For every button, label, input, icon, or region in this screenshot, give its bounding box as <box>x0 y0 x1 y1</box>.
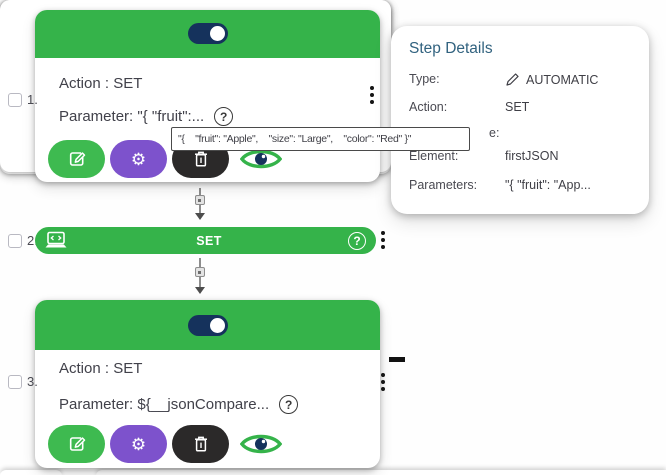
step-1-checkbox[interactable] <box>8 92 22 107</box>
delete-button[interactable] <box>172 425 229 463</box>
detail-label: Element: <box>409 149 459 163</box>
step-1-menu-kebab-icon[interactable] <box>370 86 374 104</box>
connector-arrow <box>194 258 205 294</box>
trash-icon <box>194 151 207 167</box>
step-3-menu-kebab-icon[interactable] <box>381 373 385 391</box>
step-3-select: 3. <box>8 374 38 389</box>
eye-icon <box>240 434 282 454</box>
trash-icon <box>194 436 207 452</box>
step-1-select: 1. <box>8 92 38 107</box>
step-3-parameter-row: Parameter: ${__jsonCompare... ? <box>59 395 299 414</box>
pencil-icon <box>506 73 519 86</box>
step-card-1: Action : SET Parameter: "{ "fruit":... ?… <box>35 10 380 182</box>
step-card-3: Action : SET Parameter: ${__jsonCompare.… <box>35 300 380 468</box>
gear-icon: ⚙ <box>130 434 147 454</box>
step-3-enabled-toggle[interactable] <box>187 315 228 336</box>
step-3-buttons: ⚙ <box>48 425 282 463</box>
laptop-icon <box>44 231 70 250</box>
step-2-label: SET <box>196 233 222 248</box>
detail-value: SET <box>505 100 530 114</box>
detail-label: Type: <box>409 72 440 86</box>
toggle-knob <box>209 26 225 41</box>
help-icon[interactable]: ? <box>214 107 234 126</box>
detail-row-element: Element: firstJSON <box>409 149 639 163</box>
collapse-dash[interactable] <box>389 357 405 362</box>
view-button[interactable] <box>240 430 282 458</box>
step-3-checkbox[interactable] <box>8 374 22 389</box>
detail-row-action: Action: SET <box>409 100 639 114</box>
step-2-number: 2. <box>27 233 38 248</box>
eye-icon <box>240 149 282 169</box>
step-3-parameter-text: Parameter: ${__jsonCompare... <box>59 396 270 413</box>
toggle-knob <box>209 318 225 333</box>
view-button[interactable] <box>240 145 282 173</box>
detail-row-parameters: Parameters: "{ "fruit": "App... <box>409 178 639 192</box>
panel-title: Step Details <box>409 40 493 57</box>
edit-button[interactable] <box>48 425 105 463</box>
step-details-panel: Step Details Type: AUTOMATIC Action: SET… <box>391 26 649 214</box>
step-3-number: 3. <box>27 374 38 389</box>
edit-button[interactable] <box>48 140 105 178</box>
detail-value: AUTOMATIC <box>505 72 598 87</box>
detail-label: Parameters: <box>409 178 478 192</box>
help-icon[interactable]: ? <box>279 395 299 414</box>
step-1-parameter-row: Parameter: "{ "fruit":... ? <box>59 107 234 126</box>
detail-label-fragment: e: <box>489 126 500 140</box>
step-2-checkbox[interactable] <box>8 233 22 248</box>
next-card-edge <box>0 470 62 475</box>
parameter-tooltip: "{ "fruit": "Apple", "size": "Large", "c… <box>171 127 470 151</box>
step-2-select: 2. <box>8 233 38 248</box>
step-3-header <box>35 300 380 350</box>
detail-row-covered: e: <box>409 126 639 140</box>
gear-icon: ⚙ <box>130 149 147 169</box>
step-1-action-text: Action : SET <box>59 75 143 92</box>
detail-label: Action: <box>409 100 448 114</box>
step-2-menu-kebab-icon[interactable] <box>381 231 385 249</box>
settings-button[interactable]: ⚙ <box>110 140 167 178</box>
next-card-edge <box>96 470 666 475</box>
detail-value: firstJSON <box>505 149 559 163</box>
step-1-parameter-text: Parameter: "{ "fruit":... <box>59 108 205 125</box>
detail-row-type: Type: AUTOMATIC <box>409 72 639 87</box>
detail-value: "{ "fruit": "App... <box>505 178 591 192</box>
step-1-number: 1. <box>27 92 38 107</box>
step-1-header <box>35 10 380 58</box>
pencil-square-icon <box>69 152 85 166</box>
pencil-square-icon <box>69 437 85 451</box>
step-3-action-text: Action : SET <box>59 360 143 377</box>
collapsed-step-bar[interactable]: SET ? <box>35 227 376 254</box>
step-1-enabled-toggle[interactable] <box>187 23 228 44</box>
help-icon[interactable]: ? <box>348 231 366 250</box>
settings-button[interactable]: ⚙ <box>110 425 167 463</box>
connector-arrow <box>194 188 205 220</box>
